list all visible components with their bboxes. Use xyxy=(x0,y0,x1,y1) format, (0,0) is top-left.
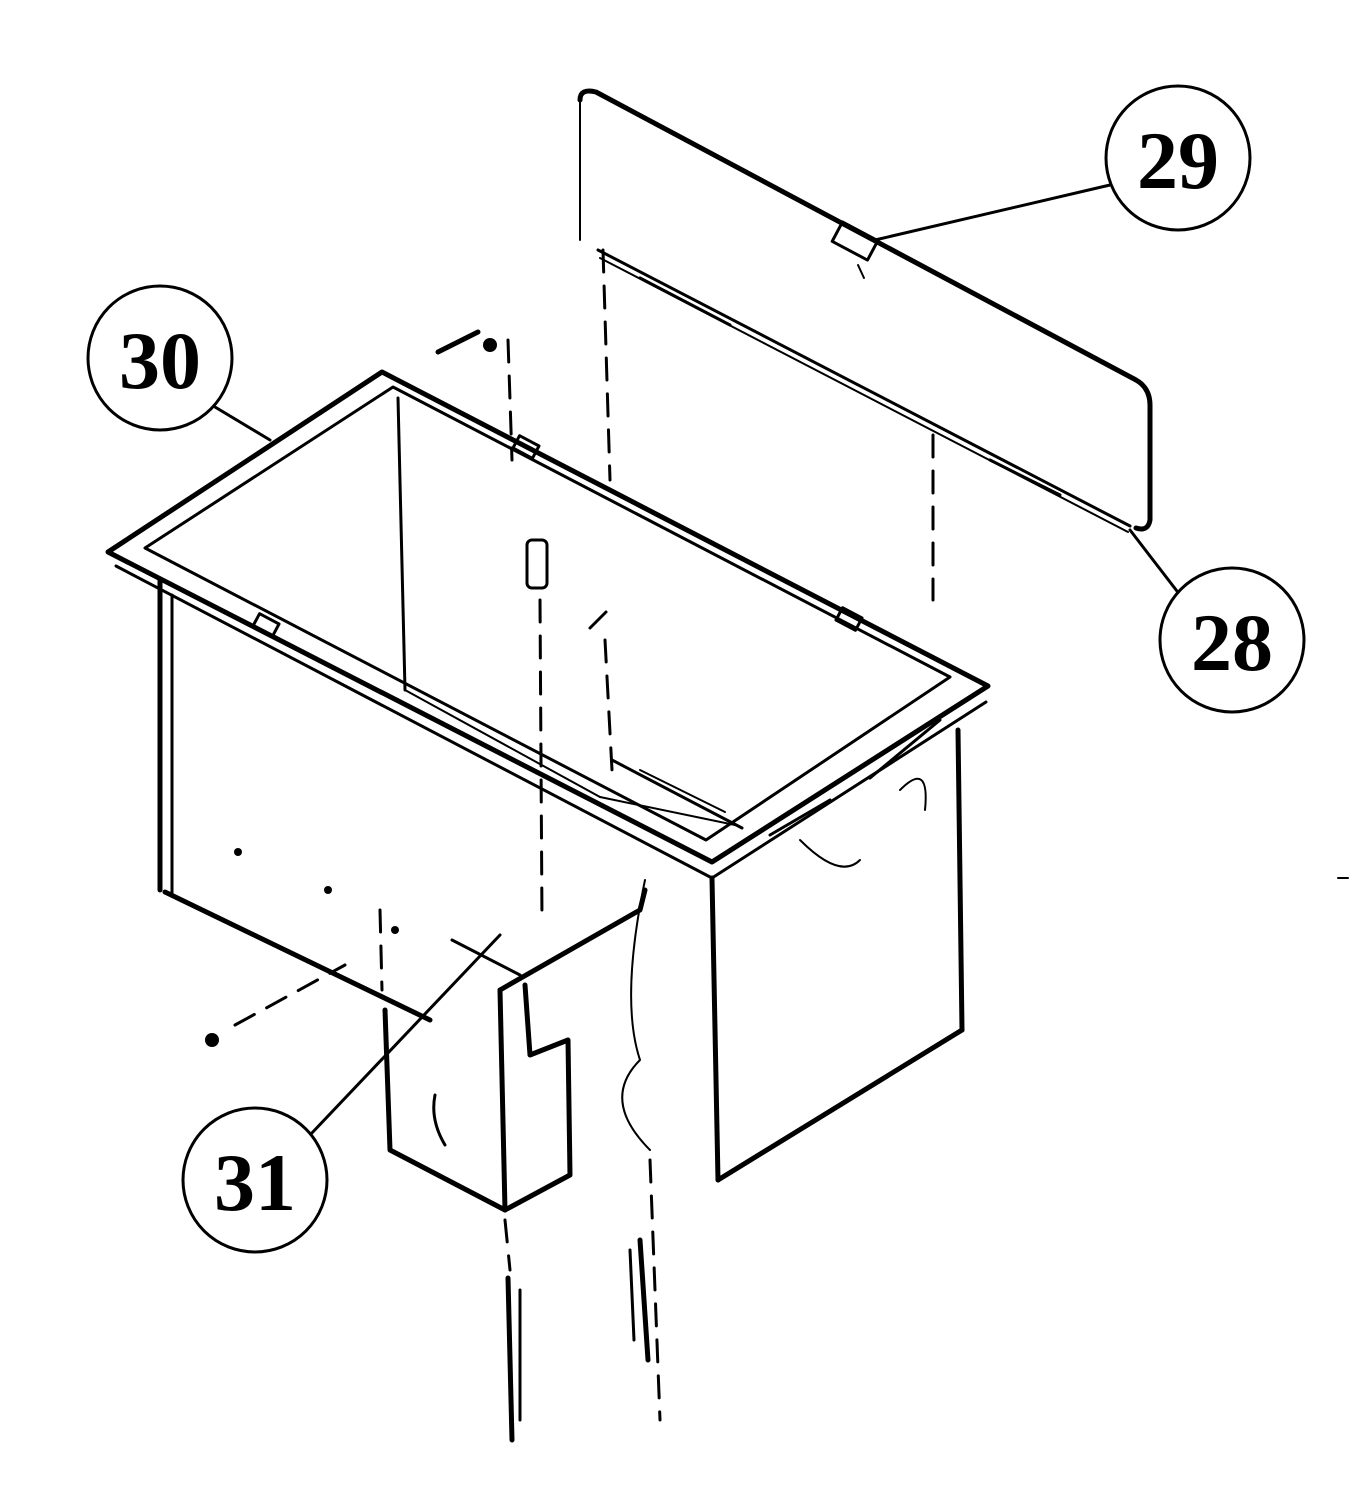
callout-29-label: 29 xyxy=(1137,115,1219,206)
lid-panel xyxy=(577,88,1153,533)
callout-30-label: 30 xyxy=(119,315,201,406)
fasteners xyxy=(205,329,651,1443)
tray-box xyxy=(105,369,991,1183)
leader-lines xyxy=(198,183,1182,1137)
callout-30: 30 xyxy=(86,284,234,432)
callout-28-label: 28 xyxy=(1191,597,1273,688)
callout-29: 29 xyxy=(1104,84,1252,232)
callout-31-label: 31 xyxy=(214,1137,296,1228)
callout-31: 31 xyxy=(181,1106,329,1254)
mounting-bracket xyxy=(382,879,651,1213)
callout-28: 28 xyxy=(1158,566,1306,714)
assembly-lines xyxy=(233,248,935,1422)
